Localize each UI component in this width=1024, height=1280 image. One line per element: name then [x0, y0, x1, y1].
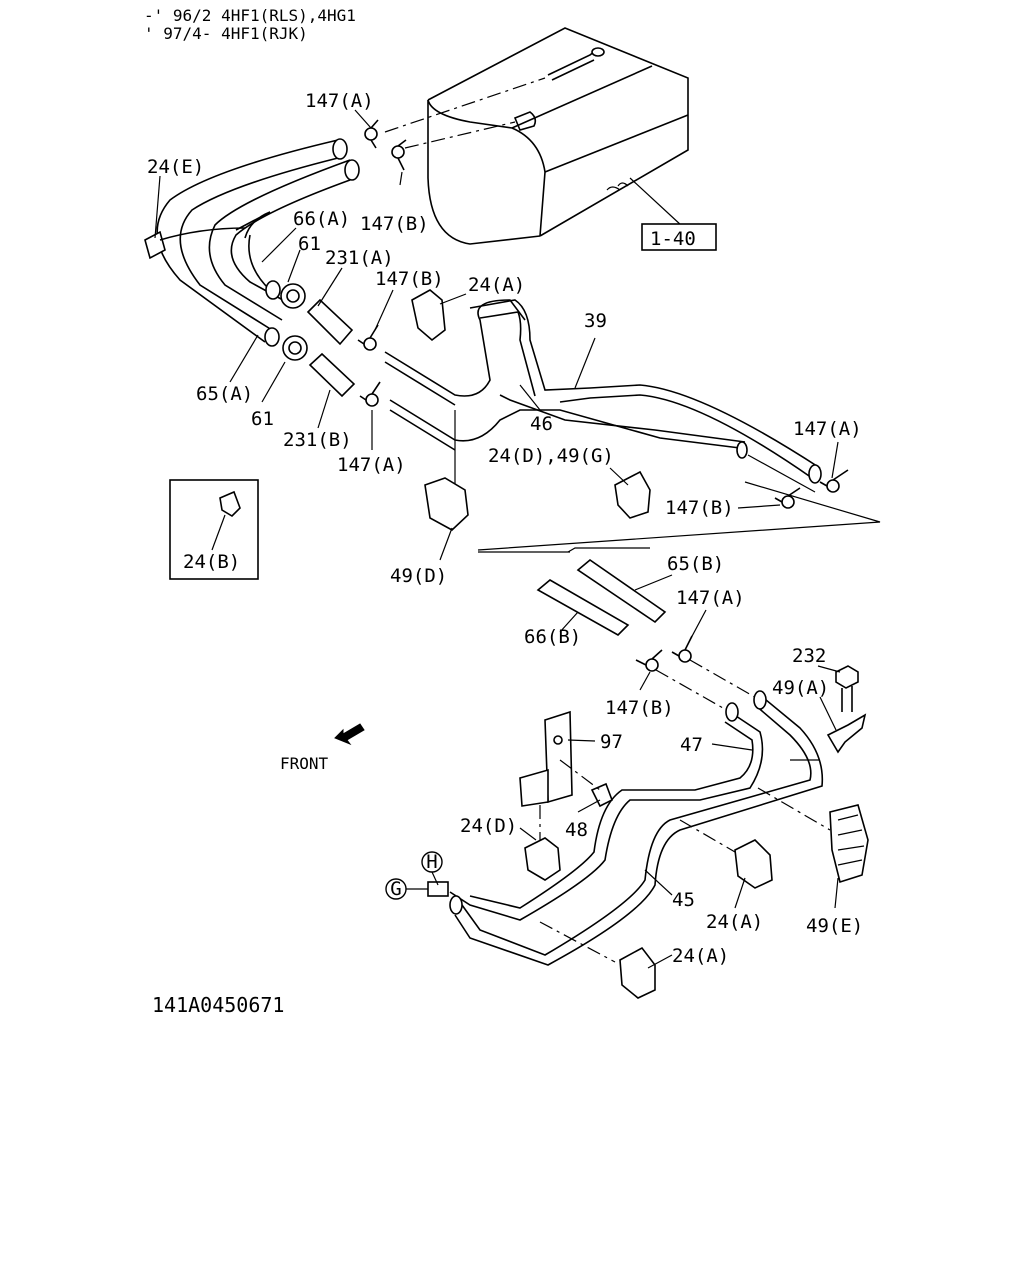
- callout-66b: 66(B): [524, 626, 581, 648]
- callout-61-top: 61: [298, 233, 321, 255]
- callout-231a: 231(A): [325, 247, 394, 269]
- clip-49e-ribs: [837, 814, 865, 866]
- front-arrow-icon: [334, 723, 365, 746]
- callout-147a-lower: 147(A): [676, 587, 745, 609]
- front-label: FRONT: [280, 754, 329, 773]
- inset-box: [169, 479, 259, 580]
- callout-65a: 65(A): [196, 383, 253, 405]
- callout-147a-right: 147(A): [793, 418, 862, 440]
- clip-24d-lower: [524, 837, 561, 881]
- part-number: 141A0450671: [152, 993, 284, 1017]
- bracket-97: [544, 710, 573, 804]
- callout-46: 46: [530, 413, 553, 435]
- callout-65b: 65(B): [667, 553, 724, 575]
- joint-147b-top: [391, 139, 407, 171]
- sleeve-231a: [306, 298, 354, 346]
- bracket-97-hole: [553, 735, 563, 745]
- leader-line: [689, 659, 761, 701]
- bracket-97-foot: [519, 768, 549, 807]
- label-leaders: [154, 109, 841, 969]
- leader-line: [539, 921, 616, 963]
- leader-line: [679, 819, 736, 853]
- clip-24a-bottom: [619, 946, 656, 999]
- sleeve-231b: [308, 352, 356, 398]
- clamp-49a: [826, 713, 867, 754]
- leader-line: [747, 454, 816, 493]
- hose-66b: [536, 579, 630, 636]
- clip-49d: [424, 477, 469, 531]
- callout-24e: 24(E): [147, 156, 204, 178]
- callout-232: 232: [792, 645, 826, 667]
- bolt-48: [590, 782, 614, 808]
- callout-24d: 24(D): [460, 815, 517, 837]
- lower-pipes: [449, 690, 824, 966]
- upper-hose-loops: [156, 138, 360, 347]
- joint-147b-right: [774, 487, 801, 509]
- fuel-tank: [427, 27, 689, 245]
- clip-24d-49g: [614, 470, 651, 519]
- callout-45: 45: [672, 889, 695, 911]
- leader-line: [404, 121, 516, 149]
- header-line-2: ' 97/4- 4HF1(RJK): [144, 24, 308, 43]
- clip-strap: [159, 227, 246, 241]
- callout-147a-top: 147(A): [305, 90, 374, 112]
- joint-147b-mid: [357, 324, 379, 351]
- leader-line: [211, 514, 226, 551]
- callout-61-bottom: 61: [251, 408, 274, 430]
- callout-24b: 24(B): [183, 551, 240, 573]
- clip-49e: [829, 804, 869, 884]
- callout-24d-49g: 24(D),49(G): [488, 445, 614, 467]
- callout-49d: 49(D): [390, 565, 447, 587]
- callout-39: 39: [584, 310, 607, 332]
- clip-24b: [219, 490, 241, 518]
- ring-61-top-inner: [286, 289, 300, 303]
- callout-147b-right: 147(B): [665, 497, 734, 519]
- callout-97: 97: [600, 731, 623, 753]
- callout-24a-bottom: 24(A): [672, 945, 729, 967]
- callout-24a-mid: 24(A): [706, 911, 763, 933]
- joint-147a-mid: [359, 381, 381, 407]
- leader-line: [384, 77, 546, 133]
- callout-47: 47: [680, 734, 703, 756]
- callout-49e: 49(E): [806, 915, 863, 937]
- marker-h-letter: H: [426, 851, 437, 873]
- ref-leader: [629, 177, 683, 227]
- callout-24a-top: 24(A): [468, 274, 525, 296]
- callout-147a-mid: 147(A): [337, 454, 406, 476]
- ref-box: [641, 223, 717, 251]
- ref-box-label: 1-40: [650, 228, 696, 250]
- callout-231b: 231(B): [283, 429, 352, 451]
- callout-147b-top: 147(B): [360, 213, 429, 235]
- break-line: [477, 481, 881, 551]
- joint-147a-lower: [671, 635, 693, 663]
- joint-147a-top: [364, 119, 379, 149]
- joint-147a-right: [819, 469, 849, 493]
- pipe-end-h: [449, 895, 463, 915]
- ring-61-bottom-inner: [288, 341, 302, 355]
- marker-g-letter: G: [390, 878, 401, 900]
- joint-147b-lower: [635, 649, 663, 672]
- leader-line: [757, 787, 831, 831]
- leader-line: [431, 871, 439, 886]
- callout-147b-mid: 147(B): [375, 268, 444, 290]
- break-line: [567, 547, 650, 553]
- callout-49a: 49(A): [772, 677, 829, 699]
- clip-24a-mid: [734, 839, 773, 889]
- bolt-232: [835, 665, 859, 712]
- callout-66a: 66(A): [293, 208, 350, 230]
- clip-24a-top: [411, 289, 446, 342]
- callout-48: 48: [565, 819, 588, 841]
- callout-147b-lower: 147(B): [605, 697, 674, 719]
- hose-65b: [576, 558, 667, 624]
- header-line-1: -' 96/2 4HF1(RLS),4HG1: [144, 6, 356, 25]
- leader-line: [559, 759, 601, 791]
